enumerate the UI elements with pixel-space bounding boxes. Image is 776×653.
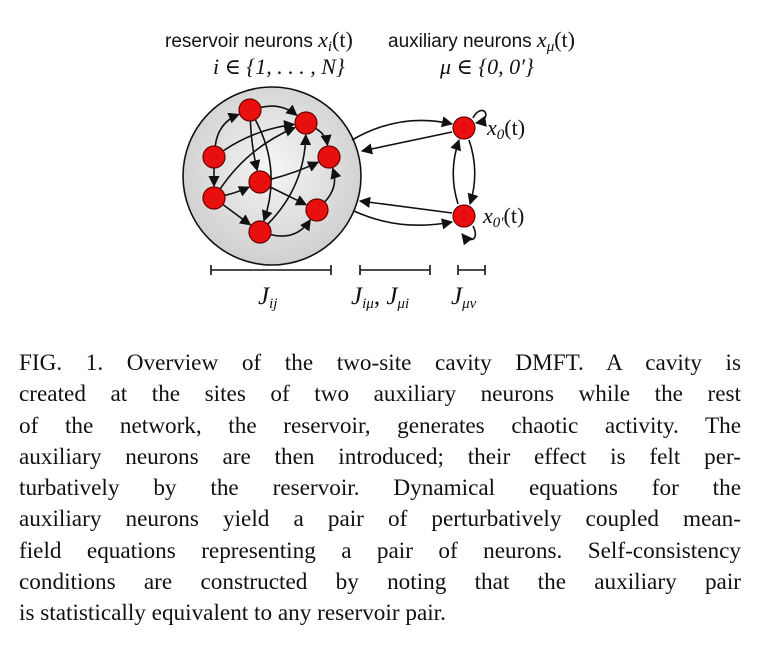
x0-var: x <box>487 115 497 140</box>
auxiliary-variable: xμ(t) <box>536 27 575 55</box>
edge-n8-to-n2 <box>267 133 312 225</box>
scale-bars <box>210 265 486 275</box>
edge-reservoir-to-x0p <box>353 210 454 230</box>
reservoir-node-n6 <box>202 186 226 210</box>
auxiliary-var: x <box>536 27 547 52</box>
x0p-sub: 0′ <box>492 215 504 231</box>
scale-bar-jimu <box>359 265 431 275</box>
edge-n7-to-n4 <box>324 167 342 203</box>
auxiliary-edges <box>351 109 487 246</box>
jmui-main: J <box>386 283 398 310</box>
x0-sub: 0 <box>496 127 505 143</box>
auxiliary-index-set: μ ∈ {0, 0′} <box>440 54 534 79</box>
jmunu-main: J <box>451 283 463 310</box>
auxiliary-header: auxiliary neurons xμ(t) <box>388 27 575 55</box>
label-jij: Jij <box>258 283 278 312</box>
aux-node-x0 <box>452 116 476 140</box>
edge-n5-to-n7 <box>269 186 308 206</box>
self-loop-x0 <box>472 109 487 127</box>
edge-n1-to-n8 <box>254 119 273 222</box>
jmui-sub: μi <box>397 296 410 312</box>
reservoir-nodes <box>202 98 341 244</box>
edge-n1-to-n5 <box>249 120 261 172</box>
reservoir-edges <box>208 104 342 237</box>
reservoir-node-n3 <box>202 145 226 169</box>
caption-line: auxiliary neurons yield a pair of pertur… <box>19 506 741 533</box>
reservoir-var: x <box>318 27 328 52</box>
edge-n3-to-n1 <box>214 112 240 147</box>
label-jimu-jmui: Jiμ, Jμi <box>351 283 410 312</box>
scale-bar-jmunu <box>457 265 486 275</box>
jimu-main: J <box>351 283 363 310</box>
aux-node-x0p <box>452 204 476 228</box>
auxiliary-var-sub: μ <box>546 39 555 55</box>
jij-main: J <box>258 283 270 310</box>
self-loop-x0p <box>461 225 477 246</box>
auxiliary-label: auxiliary neurons <box>388 31 532 52</box>
caption-line: of the network, the reservoir, generates… <box>19 412 741 439</box>
reservoir-node-n8 <box>248 220 272 244</box>
edge-n6-to-n2 <box>219 126 296 190</box>
figure-diagram: reservoir neurons xi(t) i ∈ {1, . . . , … <box>165 27 575 312</box>
caption-line: auxiliary neurons are then introduced; t… <box>19 443 741 470</box>
reservoir-index-set: i ∈ {1, . . . , N} <box>213 54 345 79</box>
reservoir-node-n4 <box>317 145 341 169</box>
reservoir-label: reservoir neurons <box>165 31 313 52</box>
edge-n6-to-n8 <box>222 203 252 226</box>
caption-line: is statistically equivalent to any reser… <box>19 600 446 627</box>
aux-label-x0p: x0′(t) <box>483 203 525 231</box>
jij-sub: ij <box>269 296 278 312</box>
figure-caption: FIG. 1. Overview of the two-site cavity … <box>19 348 741 630</box>
edge-x0p-to-x0 <box>450 138 462 205</box>
caption-line: FIG. 1. Overview of the two-site cavity … <box>19 350 741 376</box>
reservoir-node-n7 <box>305 198 329 222</box>
reservoir-node-n2 <box>294 111 318 135</box>
edge-x0-to-x0p <box>467 139 479 206</box>
scale-bar-jij <box>210 265 332 275</box>
edge-n5-to-n4 <box>270 161 320 181</box>
reservoir-var-sub: i <box>327 39 333 55</box>
x0-arg: (t) <box>504 115 526 140</box>
jimu-sub: iμ <box>362 296 374 312</box>
edge-n1-to-n2 <box>260 104 298 117</box>
reservoir-node-n1 <box>238 98 262 122</box>
caption-line: turbatively by the reservoir. Dynamical … <box>19 475 741 502</box>
reservoir-var-arg: (t) <box>332 27 353 52</box>
x0p-var: x <box>483 203 493 228</box>
edge-n6-to-n5 <box>224 186 251 197</box>
auxiliary-var-arg: (t) <box>554 27 575 52</box>
edge-x0-to-reservoir <box>360 131 453 155</box>
reservoir-header: reservoir neurons xi(t) <box>165 27 353 55</box>
network-graph <box>182 86 487 275</box>
edge-n8-to-n7 <box>270 219 311 237</box>
edge-reservoir-to-x0 <box>351 116 454 141</box>
edge-x0p-to-reservoir <box>358 196 453 214</box>
jmunu-sub: μν <box>462 296 477 312</box>
label-jmunu: Jμν <box>451 283 477 312</box>
caption-line: created at the sites of two auxiliary ne… <box>19 381 741 408</box>
reservoir-node-n5 <box>248 170 272 194</box>
reservoir-variable: xi(t) <box>318 27 353 55</box>
aux-label-x0: x0(t) <box>487 115 526 143</box>
caption-line: field equations representing a pair of n… <box>19 537 741 564</box>
caption-line: conditions are constructed by noting tha… <box>19 569 741 596</box>
edge-n2-to-n4 <box>315 127 332 147</box>
x0p-arg: (t) <box>503 203 525 228</box>
edge-n3-to-n2 <box>222 120 296 152</box>
